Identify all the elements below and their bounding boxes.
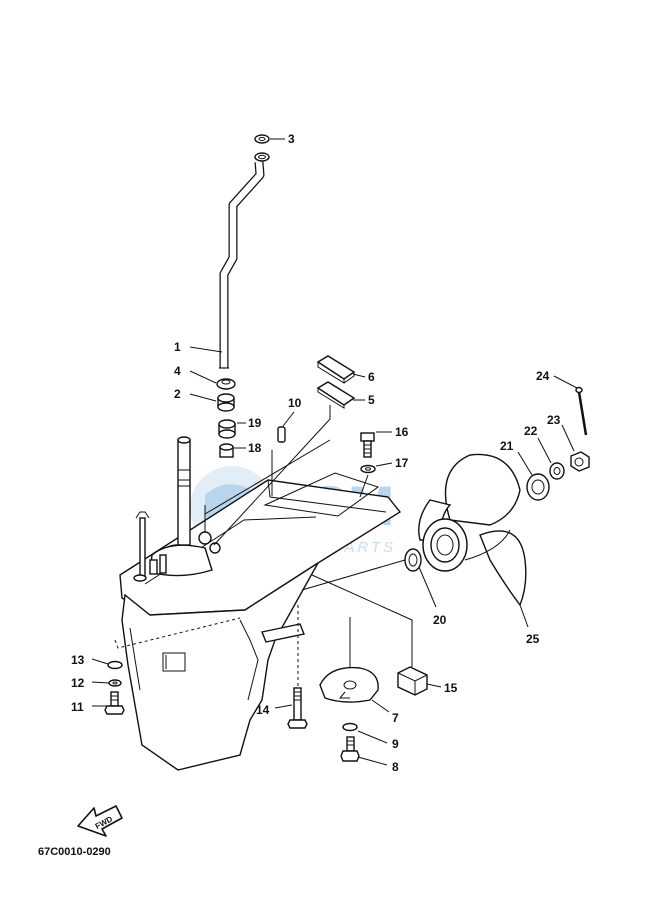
callout-13: 13: [71, 653, 85, 667]
diagram-code: 67C0010-0290: [38, 846, 111, 858]
part-17-washer: [360, 464, 376, 474]
part-1-water-pipe: [219, 152, 270, 369]
part-18-collar: [219, 443, 234, 458]
part-6-seal: [316, 355, 356, 384]
callout-21: 21: [500, 439, 514, 453]
part-15-anode: [397, 666, 428, 696]
callout-18: 18: [248, 441, 262, 455]
callout-4: 4: [174, 364, 181, 378]
part-12-washer: [108, 679, 122, 687]
part-4-grommet: [216, 378, 236, 390]
callout-2: 2: [174, 387, 181, 401]
part-19-grommet: [218, 419, 236, 439]
leader-lines: [91, 138, 578, 766]
reference-lines: [114, 405, 413, 688]
callout-6: 6: [368, 370, 375, 384]
callout-15: 15: [444, 681, 458, 695]
callout-24: 24: [536, 369, 550, 383]
callout-22: 22: [524, 424, 538, 438]
callout-25: 25: [526, 632, 540, 646]
part-13-washer: [107, 660, 123, 670]
part-3-seal: [254, 134, 270, 144]
callout-14: 14: [256, 703, 270, 717]
part-11-bolt: [104, 691, 125, 715]
part-22-washer: [549, 462, 565, 480]
part-25-propeller: [418, 453, 527, 607]
part-21-spacer: [526, 473, 550, 501]
callout-11: 11: [71, 700, 84, 714]
callout-9: 9: [392, 737, 399, 751]
callout-17: 17: [395, 456, 409, 470]
callout-5: 5: [368, 393, 375, 407]
callout-3: 3: [288, 132, 295, 146]
callout-7: 7: [392, 711, 399, 725]
callout-1: 1: [174, 340, 181, 354]
part-14-bolt: [287, 687, 308, 729]
callout-23: 23: [547, 413, 561, 427]
part-5-seal: [316, 381, 356, 409]
callout-19: 19: [248, 416, 262, 430]
part-7-trim-tab: [319, 666, 379, 703]
part-10-dowel-pin: [277, 426, 286, 443]
part-9-washer: [342, 722, 358, 732]
part-2-grommet: [217, 393, 235, 412]
part-8-bolt: [340, 736, 360, 762]
callout-20: 20: [433, 613, 447, 627]
part-24-cotter-pin: [575, 386, 588, 436]
callout-labels: 3 1 4 2 19 18 10 6 5 16 17 20 21 22 23 2…: [71, 132, 561, 774]
callout-8: 8: [392, 760, 399, 774]
part-23-nut: [570, 451, 590, 472]
part-20-spacer: [404, 548, 422, 572]
callout-12: 12: [71, 676, 85, 690]
lower-casing: [119, 436, 402, 771]
fwd-arrow-icon: FWD: [77, 805, 123, 837]
callout-16: 16: [395, 425, 409, 439]
part-16-bolt: [360, 432, 375, 458]
callout-10: 10: [288, 396, 302, 410]
